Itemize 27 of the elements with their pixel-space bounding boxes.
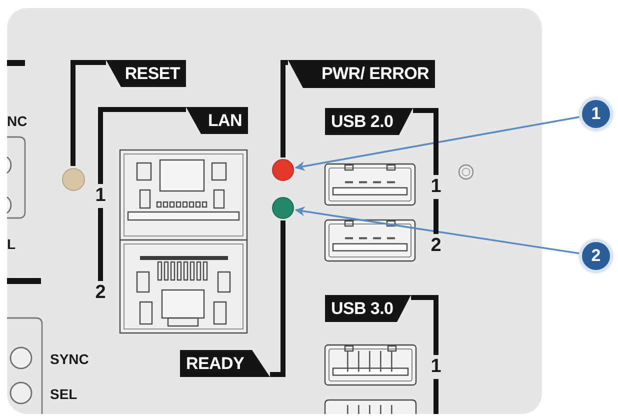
label-tag: USB 2.0 xyxy=(325,108,413,135)
label-tag: RESET xyxy=(106,60,186,87)
label-tag: PWR/ ERROR xyxy=(288,60,435,88)
panel-caption: NC xyxy=(7,113,28,129)
port-number: 1 xyxy=(94,186,108,206)
port-number: 2 xyxy=(94,283,108,303)
bracket-line xyxy=(434,199,438,234)
leader-line xyxy=(294,206,580,254)
label-tag: READY xyxy=(180,350,270,377)
bracket-line xyxy=(280,60,288,158)
panel-caption: L xyxy=(7,236,16,252)
bracket-line xyxy=(411,295,438,355)
port-number: 2 xyxy=(429,236,443,256)
bracket-line xyxy=(98,107,186,184)
panel-caption: SYNC xyxy=(50,351,89,367)
callout-number: 1 xyxy=(580,98,612,130)
bracket-line xyxy=(98,208,103,281)
panel-caption: SEL xyxy=(50,386,78,402)
port-number: 1 xyxy=(429,177,443,197)
bracket-line xyxy=(70,60,106,166)
label-tag: USB 3.0 xyxy=(325,295,411,322)
callout-number: 2 xyxy=(580,240,612,272)
port-number: 1 xyxy=(429,357,443,377)
bracket-line xyxy=(270,220,286,377)
bracket-line xyxy=(413,108,438,175)
bracket-line xyxy=(434,379,438,414)
leader-line xyxy=(294,116,580,172)
